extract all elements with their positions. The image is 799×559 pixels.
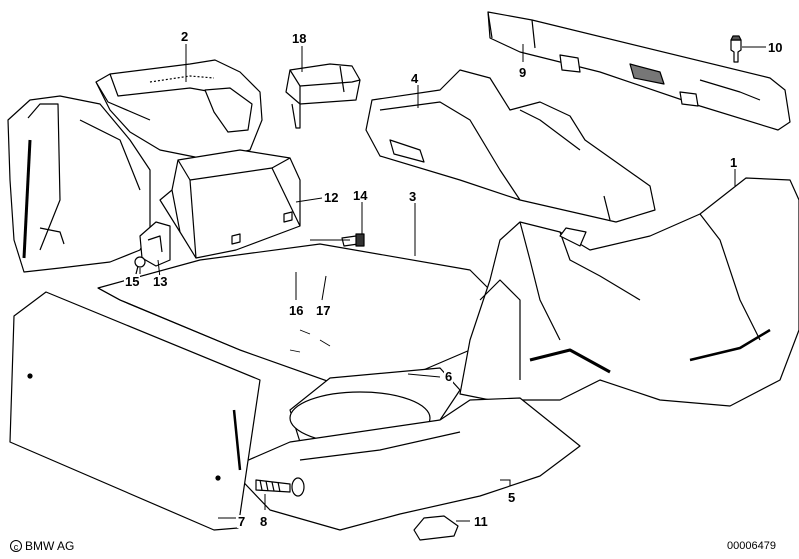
- callout-13: 13: [152, 274, 169, 289]
- part-9-rear-trim-panel: [487, 11, 791, 131]
- part-15-pin: [134, 256, 146, 275]
- callout-16: 16: [288, 303, 305, 318]
- part-5-floor-panel: [229, 397, 581, 531]
- callout-14: 14: [352, 188, 369, 203]
- callout-11: 11: [473, 514, 489, 529]
- copyright-icon: c: [10, 540, 22, 552]
- leader-12: [295, 197, 323, 203]
- part-10-clip: [730, 35, 742, 63]
- part-14-screw: [341, 233, 365, 247]
- part-1-right-side-trim: [459, 177, 799, 407]
- callout-12: 12: [323, 190, 340, 205]
- callout-3: 3: [408, 189, 418, 204]
- part-2-left-side-trim: [95, 59, 263, 161]
- callout-8: 8: [259, 514, 269, 529]
- brand-name: BMW AG: [25, 539, 75, 553]
- callout-10: 10: [767, 40, 784, 55]
- callout-4: 4: [410, 71, 420, 86]
- leader-lines: [139, 44, 766, 522]
- part-7-board: [9, 291, 261, 531]
- part-12-center-tray: [159, 149, 301, 259]
- callout-17: 17: [315, 303, 332, 318]
- callout-6: 6: [444, 369, 454, 384]
- leader-6: [407, 373, 441, 378]
- callout-2: 2: [180, 29, 190, 44]
- part-18-bracket: [285, 63, 361, 129]
- callout-15: 15: [124, 274, 141, 289]
- callout-18: 18: [291, 31, 308, 46]
- leader-17: [321, 275, 327, 301]
- drawing-number: 00006479: [727, 540, 776, 552]
- callout-5: 5: [507, 490, 517, 505]
- part-4-rear-panel-trim: [365, 69, 656, 223]
- callout-9: 9: [518, 65, 528, 80]
- part-11-cap: [413, 515, 459, 541]
- part-8-bolt: [255, 477, 305, 497]
- copyright-notice: c BMW AG: [10, 539, 74, 553]
- leader-5: [500, 479, 511, 486]
- callout-1: 1: [729, 155, 739, 170]
- callout-7: 7: [237, 514, 247, 529]
- part-2-lower-trim: [7, 95, 151, 273]
